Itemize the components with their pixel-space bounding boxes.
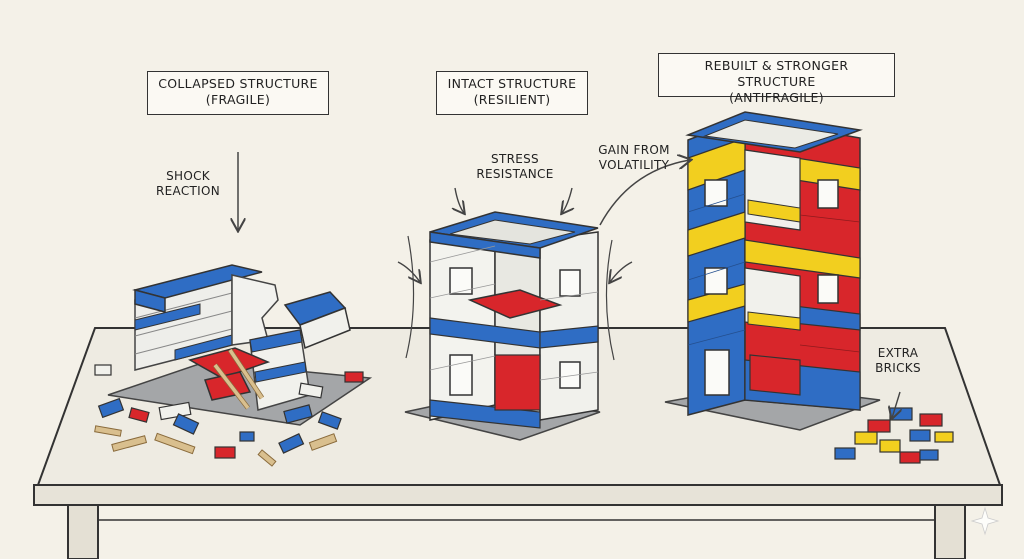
intact-label: INTACT STRUCTURE (RESILIENT)	[436, 71, 588, 115]
stress-line1: STRESS	[491, 152, 539, 166]
shock-line1: SHOCK	[166, 169, 210, 183]
rebuilt-label-line1: REBUILT & STRONGER STRUCTURE	[704, 58, 849, 89]
extra-line2: BRICKS	[875, 361, 921, 375]
rebuilt-structure	[664, 111, 954, 464]
collapsed-label-line2: (FRAGILE)	[205, 92, 271, 107]
sparkle-icon	[970, 506, 1000, 536]
shock-annotation: SHOCK REACTION	[146, 169, 230, 199]
stress-arrow-right	[562, 187, 572, 213]
extra-annotation: EXTRA BRICKS	[862, 346, 934, 376]
side-curve-left	[405, 235, 415, 359]
gain-annotation: GAIN FROM VOLATILITY	[588, 143, 680, 173]
extra-line1: EXTRA	[877, 346, 919, 360]
collapsed-label-line1: COLLAPSED STRUCTURE	[158, 76, 318, 91]
intact-structure	[404, 211, 601, 441]
shock-line2: REACTION	[156, 184, 220, 198]
intact-label-line2: (RESILIENT)	[473, 92, 551, 107]
extra-bricks-arrow	[892, 391, 900, 418]
gain-arrow	[599, 160, 690, 226]
arrows	[238, 152, 900, 418]
collapsed-structure	[94, 264, 373, 467]
rebuilt-label-line2: (ANTIFRAGILE)	[729, 90, 824, 105]
rebuilt-label: REBUILT & STRONGER STRUCTURE (ANTIFRAGIL…	[658, 53, 895, 105]
side-curve-right	[605, 239, 615, 361]
side-arrow-left	[397, 261, 420, 282]
stress-annotation: STRESS RESISTANCE	[467, 152, 563, 182]
table-leg-right	[934, 504, 966, 559]
intact-label-line1: INTACT STRUCTURE	[447, 76, 577, 91]
table-leg-left	[67, 504, 99, 559]
stress-arrow-left	[455, 187, 464, 213]
gain-line2: VOLATILITY	[598, 158, 670, 172]
collapsed-label: COLLAPSED STRUCTURE (FRAGILE)	[147, 71, 329, 115]
side-arrow-right	[610, 261, 633, 282]
gain-line1: GAIN FROM	[598, 143, 670, 157]
stress-line2: RESISTANCE	[476, 167, 554, 181]
